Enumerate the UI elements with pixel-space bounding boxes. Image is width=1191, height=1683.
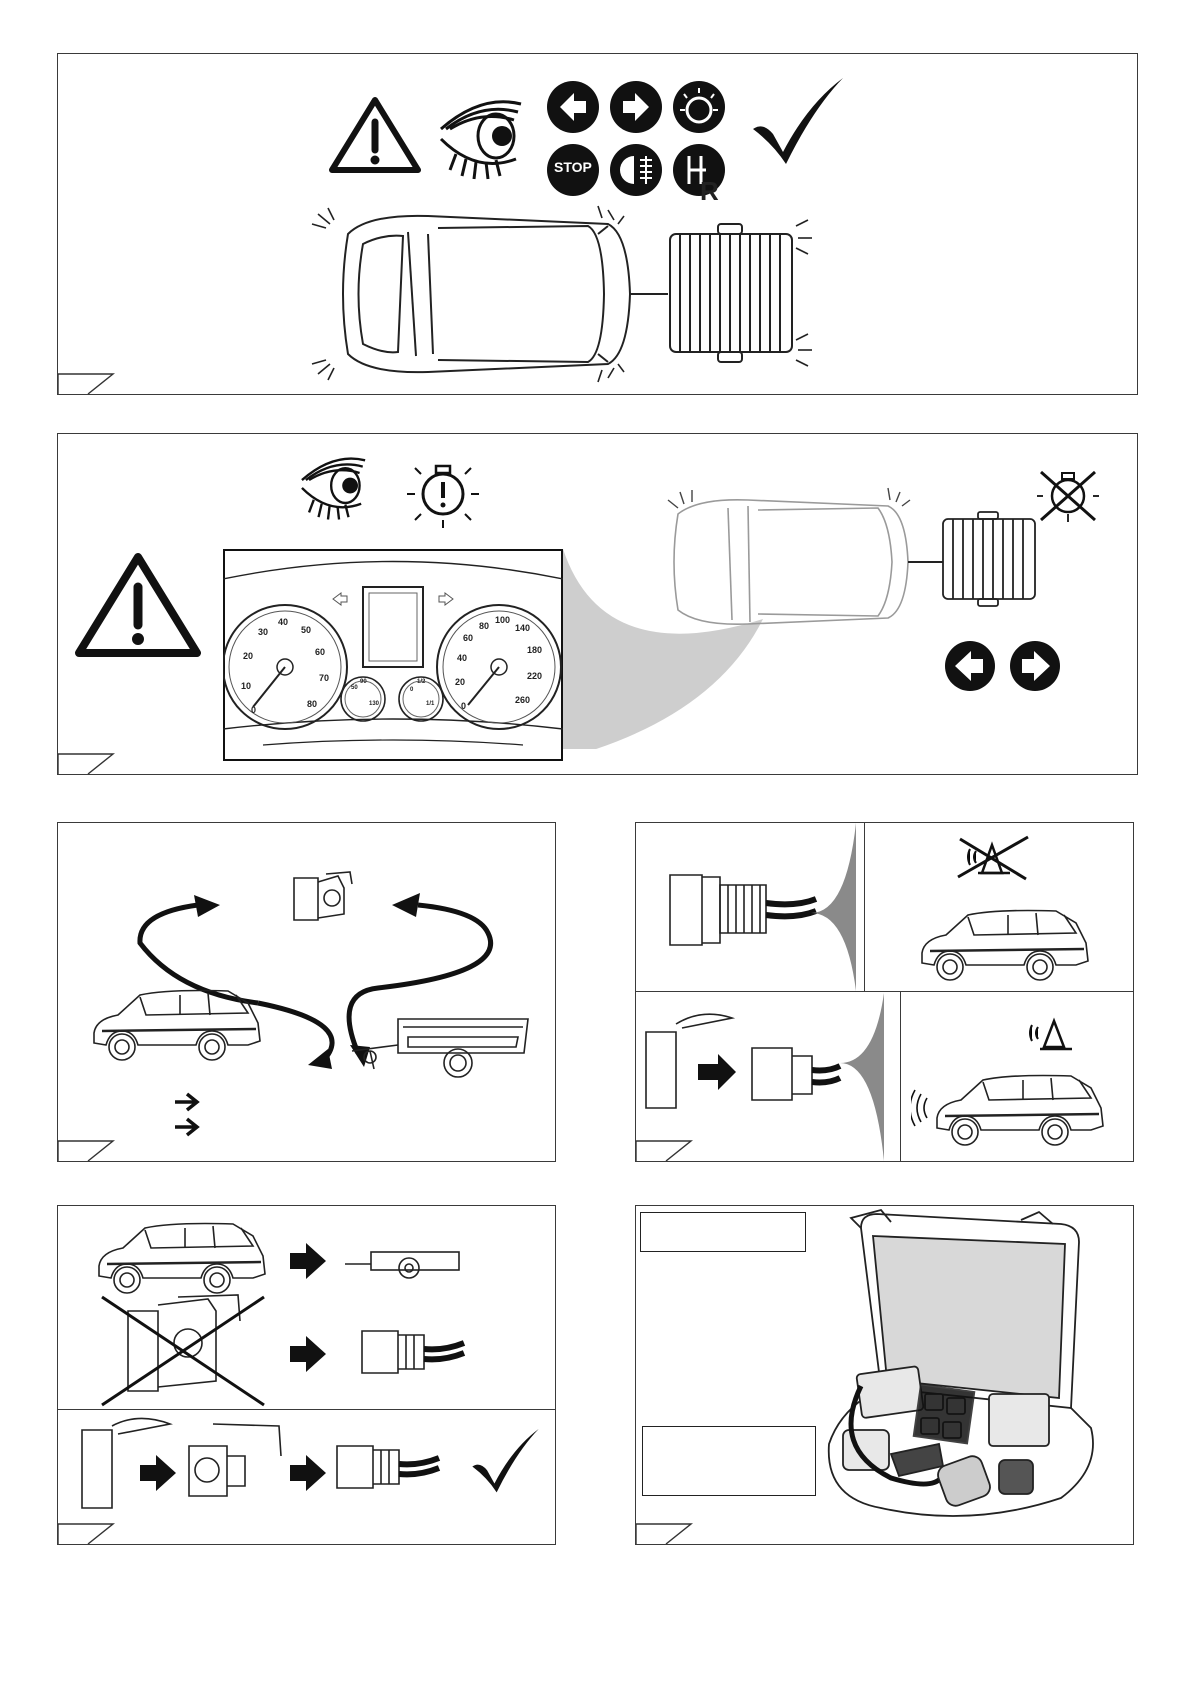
arrow-right-icon: [288, 1453, 328, 1493]
arrow-right-icon: [288, 1241, 328, 1281]
arrow-right-icon: [138, 1453, 178, 1493]
arrow-right-icon: [173, 1091, 203, 1113]
car-trailer-topview: [658, 484, 1098, 634]
svg-text:0: 0: [251, 705, 256, 715]
plug-icon: [333, 1436, 443, 1496]
svg-text:40: 40: [278, 617, 288, 627]
plug-with-adapter: [642, 1008, 842, 1118]
panel-parking-sensor: [635, 822, 1134, 1162]
indicator-pair: [943, 639, 1063, 694]
panel-adapter-use: [57, 1205, 556, 1545]
instrument-cluster: 0 10 20 30 40 50 60 70 80 0 20 40 60 80 100 140 180 2…: [223, 549, 563, 761]
case-icon: [821, 1208, 1131, 1540]
plug-icon: [358, 1321, 468, 1381]
svg-text:60: 60: [463, 633, 473, 643]
label-box-bottom: [642, 1426, 816, 1496]
parking-sensor-off-icon: [954, 833, 1034, 883]
svg-text:1/1: 1/1: [426, 701, 435, 707]
label-box-top: [640, 1212, 806, 1252]
divider: [636, 991, 1133, 992]
plug-upper: [666, 863, 826, 953]
svg-text:20: 20: [243, 651, 253, 661]
step-number-tab: [58, 734, 118, 774]
car-side-view: [916, 903, 1096, 988]
svg-text:140: 140: [515, 623, 530, 633]
warning-triangle-icon: [328, 94, 423, 174]
svg-text:50: 50: [351, 685, 358, 691]
reverse-letter: R: [700, 176, 719, 207]
svg-text:30: 30: [258, 627, 268, 637]
svg-text:260: 260: [515, 695, 530, 705]
svg-text:10: 10: [241, 681, 251, 691]
svg-text:50: 50: [301, 625, 311, 635]
svg-text:130: 130: [369, 701, 380, 707]
stop-lamp-label: STOP: [554, 159, 592, 175]
zoom-wedge: [811, 823, 861, 993]
panel-dashboard-check: 0 10 20 30 40 50 60 70 80 0 20 40 60 80 100 140 180 2…: [57, 433, 1138, 775]
eye-icon: [298, 444, 373, 524]
warning-triangle-icon: [73, 549, 203, 659]
step-number-tab: [636, 1121, 696, 1161]
step-number-tab: [58, 354, 118, 394]
checkmark-icon: [748, 74, 848, 169]
car-side-view: [88, 983, 268, 1068]
svg-text:100: 100: [495, 615, 510, 625]
adapter-icon: [183, 1416, 293, 1506]
lamp-icons-grid: [546, 80, 726, 205]
panel-lamp-check: STOP R: [57, 53, 1138, 395]
checkmark-icon: [468, 1426, 543, 1496]
eye-icon: [436, 84, 531, 184]
svg-text:0: 0: [461, 701, 466, 711]
trailer-side-view: [348, 1013, 538, 1093]
lamp-failure-icon: [1033, 464, 1103, 524]
svg-text:20: 20: [455, 677, 465, 687]
svg-text:80: 80: [307, 699, 317, 709]
socket-crossed: [98, 1291, 268, 1411]
lamp-warning-icon: [403, 454, 483, 529]
svg-text:80: 80: [479, 621, 489, 631]
svg-text:180: 180: [527, 645, 542, 655]
step-number-tab: [636, 1504, 696, 1544]
car-side-view: [911, 1068, 1111, 1153]
trailer-side-view: [343, 1246, 463, 1286]
panel-adapter-kit: [635, 1205, 1134, 1545]
svg-text:70: 70: [319, 673, 329, 683]
divider: [864, 823, 865, 991]
zoom-wedge: [836, 993, 886, 1162]
svg-text:60: 60: [315, 647, 325, 657]
car-side-view: [93, 1216, 273, 1301]
divider: [900, 991, 901, 1162]
car-trailer-topview: [308, 204, 868, 384]
svg-text:220: 220: [527, 671, 542, 681]
parking-sensor-on-icon: [1016, 1015, 1076, 1055]
panel-socket-swap: [57, 822, 556, 1162]
arrow-right-icon: [173, 1116, 203, 1138]
arrow-right-icon: [288, 1334, 328, 1374]
svg-text:1/2: 1/2: [417, 679, 426, 685]
svg-text:40: 40: [457, 653, 467, 663]
step-number-tab: [58, 1121, 118, 1161]
svg-text:90: 90: [360, 679, 367, 685]
